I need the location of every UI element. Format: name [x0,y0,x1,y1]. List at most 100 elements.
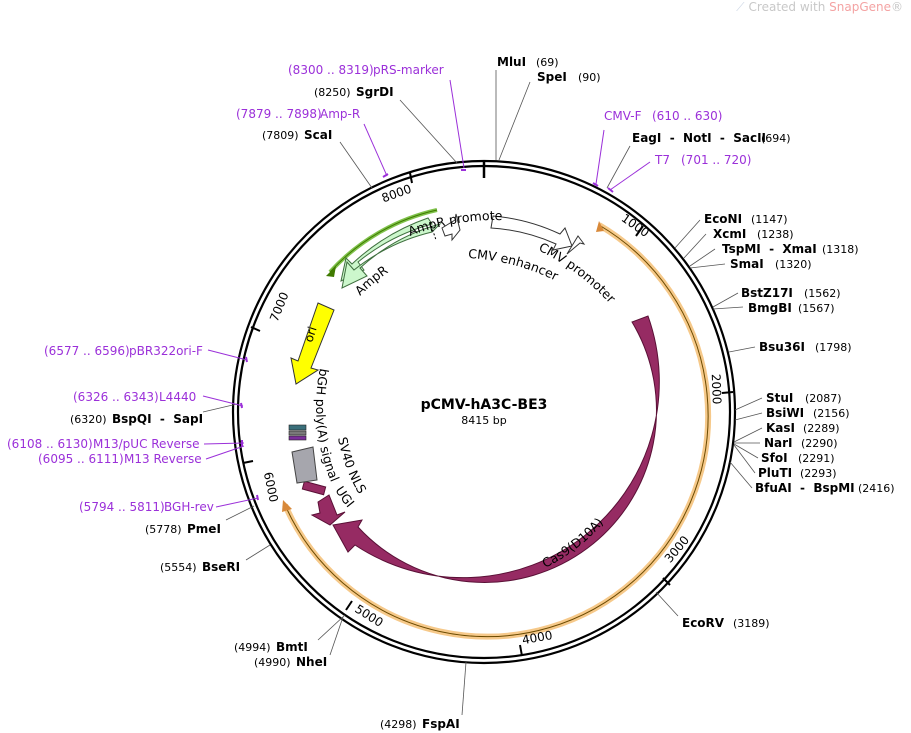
site-bsiwi[interactable]: BsiWI [766,406,804,420]
site-spei[interactable]: SpeI [537,70,567,84]
site-xcmi[interactable]: XcmI [713,227,746,241]
tick-4000 [519,644,523,657]
primer-m13-reverse[interactable]: M13 Reverse [124,452,202,466]
site-eagi-pos: (694) [761,132,791,145]
site-pluti[interactable]: PluTI [758,466,792,480]
site-bsu36i[interactable]: Bsu36I [759,340,805,354]
site-tspmi-xmai[interactable]: TspMI - XmaI [722,242,817,256]
primer-prs-range: (8300 .. 8319) [288,63,374,77]
site-tspmi-pos: (1318) [822,243,859,256]
primer-ampr-range: (7879 .. 7898) [236,107,322,121]
site-pmei-pos: (5778) [145,523,182,536]
primer-mark-t7 [607,187,614,193]
tick-label-7000: 7000 [267,290,291,324]
primer-m13-puc-reverse[interactable]: M13/pUC Reverse [93,437,200,451]
leader-bstz17i [712,292,739,308]
sv40-nls-block [301,480,327,496]
leader-eagi [606,145,631,189]
watermark-prefix: Created with [748,0,830,14]
site-pmei[interactable]: PmeI [187,522,221,536]
site-xcmi-pos: (1238) [757,228,794,241]
site-scai[interactable]: ScaI [304,128,332,142]
site-bfuai-pos: (2416) [858,482,895,495]
site-kasi[interactable]: KasI [766,421,795,435]
site-bsiwi-pos: (2156) [813,407,850,420]
leader-m13rev [205,445,245,460]
leader-stui [734,397,763,411]
site-leaders [202,70,763,716]
primer-mark-l4440 [240,402,243,409]
lac-op-block [288,424,307,431]
leader-pmei [225,505,255,521]
backbone-outer [231,159,737,665]
primer-amp-r[interactable]: Amp-R [320,107,360,121]
green-orf-arrow [326,266,336,277]
watermark-reg: ® [891,0,903,14]
plasmid-size: 8415 bp [461,414,506,427]
site-stui[interactable]: StuI [766,391,793,405]
tick-7000 [250,326,261,332]
tick-2000 [721,391,734,394]
primer-cmv-f[interactable]: CMV-F [604,109,642,123]
leader-bmti [317,614,346,641]
site-nhei-pos: (4990) [254,656,291,669]
primer-l4440[interactable]: L4440 [159,390,196,404]
tick-3000 [662,577,671,586]
site-bstz17i[interactable]: BstZ17I [741,286,793,300]
site-mlui[interactable]: MluI [497,55,526,69]
primer-t7[interactable]: T7 [654,153,670,167]
leader-prs-marker [449,79,465,169]
site-kasi-pos: (2289) [803,422,840,435]
tick-6000 [242,460,254,464]
site-bmti[interactable]: BmtI [276,640,308,654]
orf-arc-outer-line [284,224,709,638]
feature-label-ori: ori [302,325,320,344]
site-smai[interactable]: SmaI [730,257,764,271]
primer-bghrev-range: (5794 .. 5811) [79,500,165,514]
tick-label-8000: 8000 [380,182,413,206]
site-nari[interactable]: NarI [764,436,793,450]
feature-label-cas9: Cas9(D10A) [539,515,606,571]
site-bspqi-pos: (6320) [70,413,107,426]
site-bspqi-sapi[interactable]: BspQI - SapI [112,412,203,426]
leader-m13puc [203,442,245,445]
leader-t7 [609,161,651,191]
green-orf-line [329,209,438,273]
primer-bgh-rev[interactable]: BGH-rev [164,500,214,514]
site-fspai[interactable]: FspAI [422,717,460,731]
site-labels: MluI (69) SpeI (90) EagI - NotI - SacII … [70,55,895,731]
leader-bsu36i [728,346,756,353]
ugi-arrow [310,494,346,526]
site-ecorv[interactable]: EcoRV [682,616,725,630]
site-bseri[interactable]: BseRI [202,560,240,574]
leader-nhei [329,616,344,656]
site-econi[interactable]: EcoNI [704,212,742,226]
cas9-arrow [332,315,660,583]
leader-ecorv [655,591,679,617]
site-bmgbi-pos: (1567) [798,302,835,315]
site-nhei[interactable]: NheI [296,655,327,669]
site-sfoi[interactable]: SfoI [761,451,788,465]
leader-bsiwi [734,412,763,421]
site-eagi-noti-sacii[interactable]: EagI - NotI - SacII [632,131,766,145]
site-sgrdi[interactable]: SgrDI [356,85,394,99]
primer-l4440-range: (6326 .. 6343) [73,390,159,404]
leader-kasi [733,427,763,443]
leader-econi [674,219,701,249]
site-bmgbi[interactable]: BmgBI [748,301,792,315]
leader-amp-r [363,123,388,177]
primer-prs-marker[interactable]: pRS-marker [373,63,444,77]
cmv-promoter-arrow [566,235,586,255]
tick-8000 [409,172,413,184]
site-bstz17i-pos: (1562) [804,287,841,300]
site-stui-pos: (2087) [805,392,842,405]
primer-pbr322ori-f[interactable]: pBR322ori-F [129,344,203,358]
site-ecorv-pos: (3189) [733,617,770,630]
ori-arrow [290,302,335,385]
site-bfuai-bspmi[interactable]: BfuAI - BspMI [755,481,855,495]
primer-mark-cmvf [592,182,599,187]
lac-prom-block [288,430,307,436]
site-bsu36i-pos: (1798) [815,341,852,354]
tick-5000 [345,600,353,611]
